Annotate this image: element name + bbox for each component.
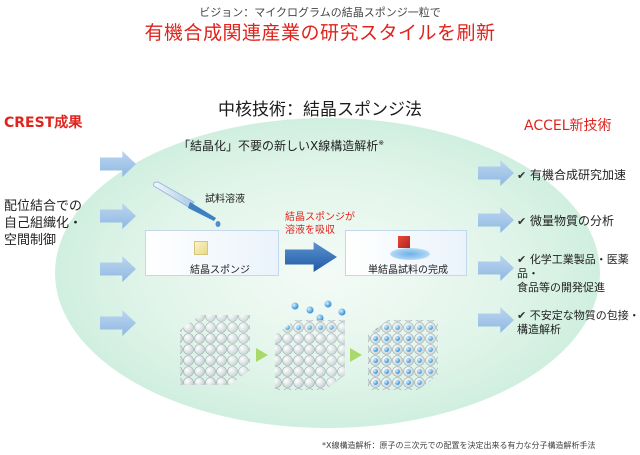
absorbing-lattice-icon xyxy=(275,300,346,390)
center-subtitle: 「結晶化」不要の新しいX線構造解析※ xyxy=(178,137,384,154)
transition-arrow-icon xyxy=(256,348,268,362)
accel-item: ✔ 微量物質の分析 xyxy=(517,214,614,229)
check-icon: ✔ xyxy=(517,309,527,322)
left-description-line: 配位結合での xyxy=(4,199,83,214)
accel-item: ✔ 化学工業製品・医薬品・ 食品等の開発促進 xyxy=(517,253,640,295)
left-description-line: 空間制御 xyxy=(4,233,57,248)
solution-droplet-icon xyxy=(390,248,430,260)
single-crystal-label: 単結晶試料の完成 xyxy=(368,265,448,276)
crest-results-label: CREST成果 xyxy=(4,115,83,131)
vision-statement: ビジョン：マイクログラムの結晶スポンジ一粒で xyxy=(199,6,441,19)
filled-lattice-icon xyxy=(368,320,438,390)
accel-item: ✔ 有機合成研究加速 xyxy=(517,168,626,183)
crystal-sponge-panel xyxy=(145,230,279,276)
accel-item: ✔ 不安定な物質の包接・ 構造解析 xyxy=(517,309,640,337)
transition-arrow-icon xyxy=(350,348,362,362)
accel-item-text: 不安定な物質の包接・ xyxy=(529,309,640,322)
absorb-label: 結晶スポンジが 溶液を吸収 xyxy=(285,211,355,237)
accel-item-text: 化学工業製品・医薬品・ xyxy=(517,253,629,280)
sample-solution-label: 試料溶液 xyxy=(205,194,245,205)
subtitle-text: 「結晶化」不要の新しいX線構造解析 xyxy=(178,139,379,153)
left-description: 配位結合での 自己組織化・ 空間制御 xyxy=(4,198,82,249)
headline: 有機合成関連産業の研究スタイルを刷新 xyxy=(144,22,496,44)
check-icon: ✔ xyxy=(517,253,527,266)
accel-item-text: 微量物質の分析 xyxy=(530,214,615,228)
accel-item-text: 食品等の開発促進 xyxy=(517,281,605,294)
accel-new-technology-label: ACCEL新技術 xyxy=(524,118,612,134)
footnote-mark: ※ xyxy=(378,139,385,147)
pipette-icon xyxy=(153,181,221,227)
crystal-sponge-cube-icon xyxy=(194,241,208,255)
empty-lattice-icon xyxy=(180,315,250,385)
check-icon: ✔ xyxy=(517,169,527,182)
left-description-line: 自己組織化・ xyxy=(4,216,83,231)
crystal-sponge-label: 結晶スポンジ xyxy=(190,265,250,276)
check-icon: ✔ xyxy=(517,215,527,228)
absorb-label-line: 溶液を吸収 xyxy=(285,225,335,236)
lattice-illustration xyxy=(180,300,438,390)
footnote: *X線構造解析：原子の三次元での配置を決定出来る有力な分子構造解析手法 xyxy=(322,441,596,450)
accel-item-text: 構造解析 xyxy=(517,323,561,336)
single-crystal-cube-icon xyxy=(398,236,410,248)
core-technology-title: 中核技術：結晶スポンジ法 xyxy=(218,100,422,120)
accel-item-text: 有機合成研究加速 xyxy=(530,168,627,182)
absorb-label-line: 結晶スポンジが xyxy=(285,212,355,223)
